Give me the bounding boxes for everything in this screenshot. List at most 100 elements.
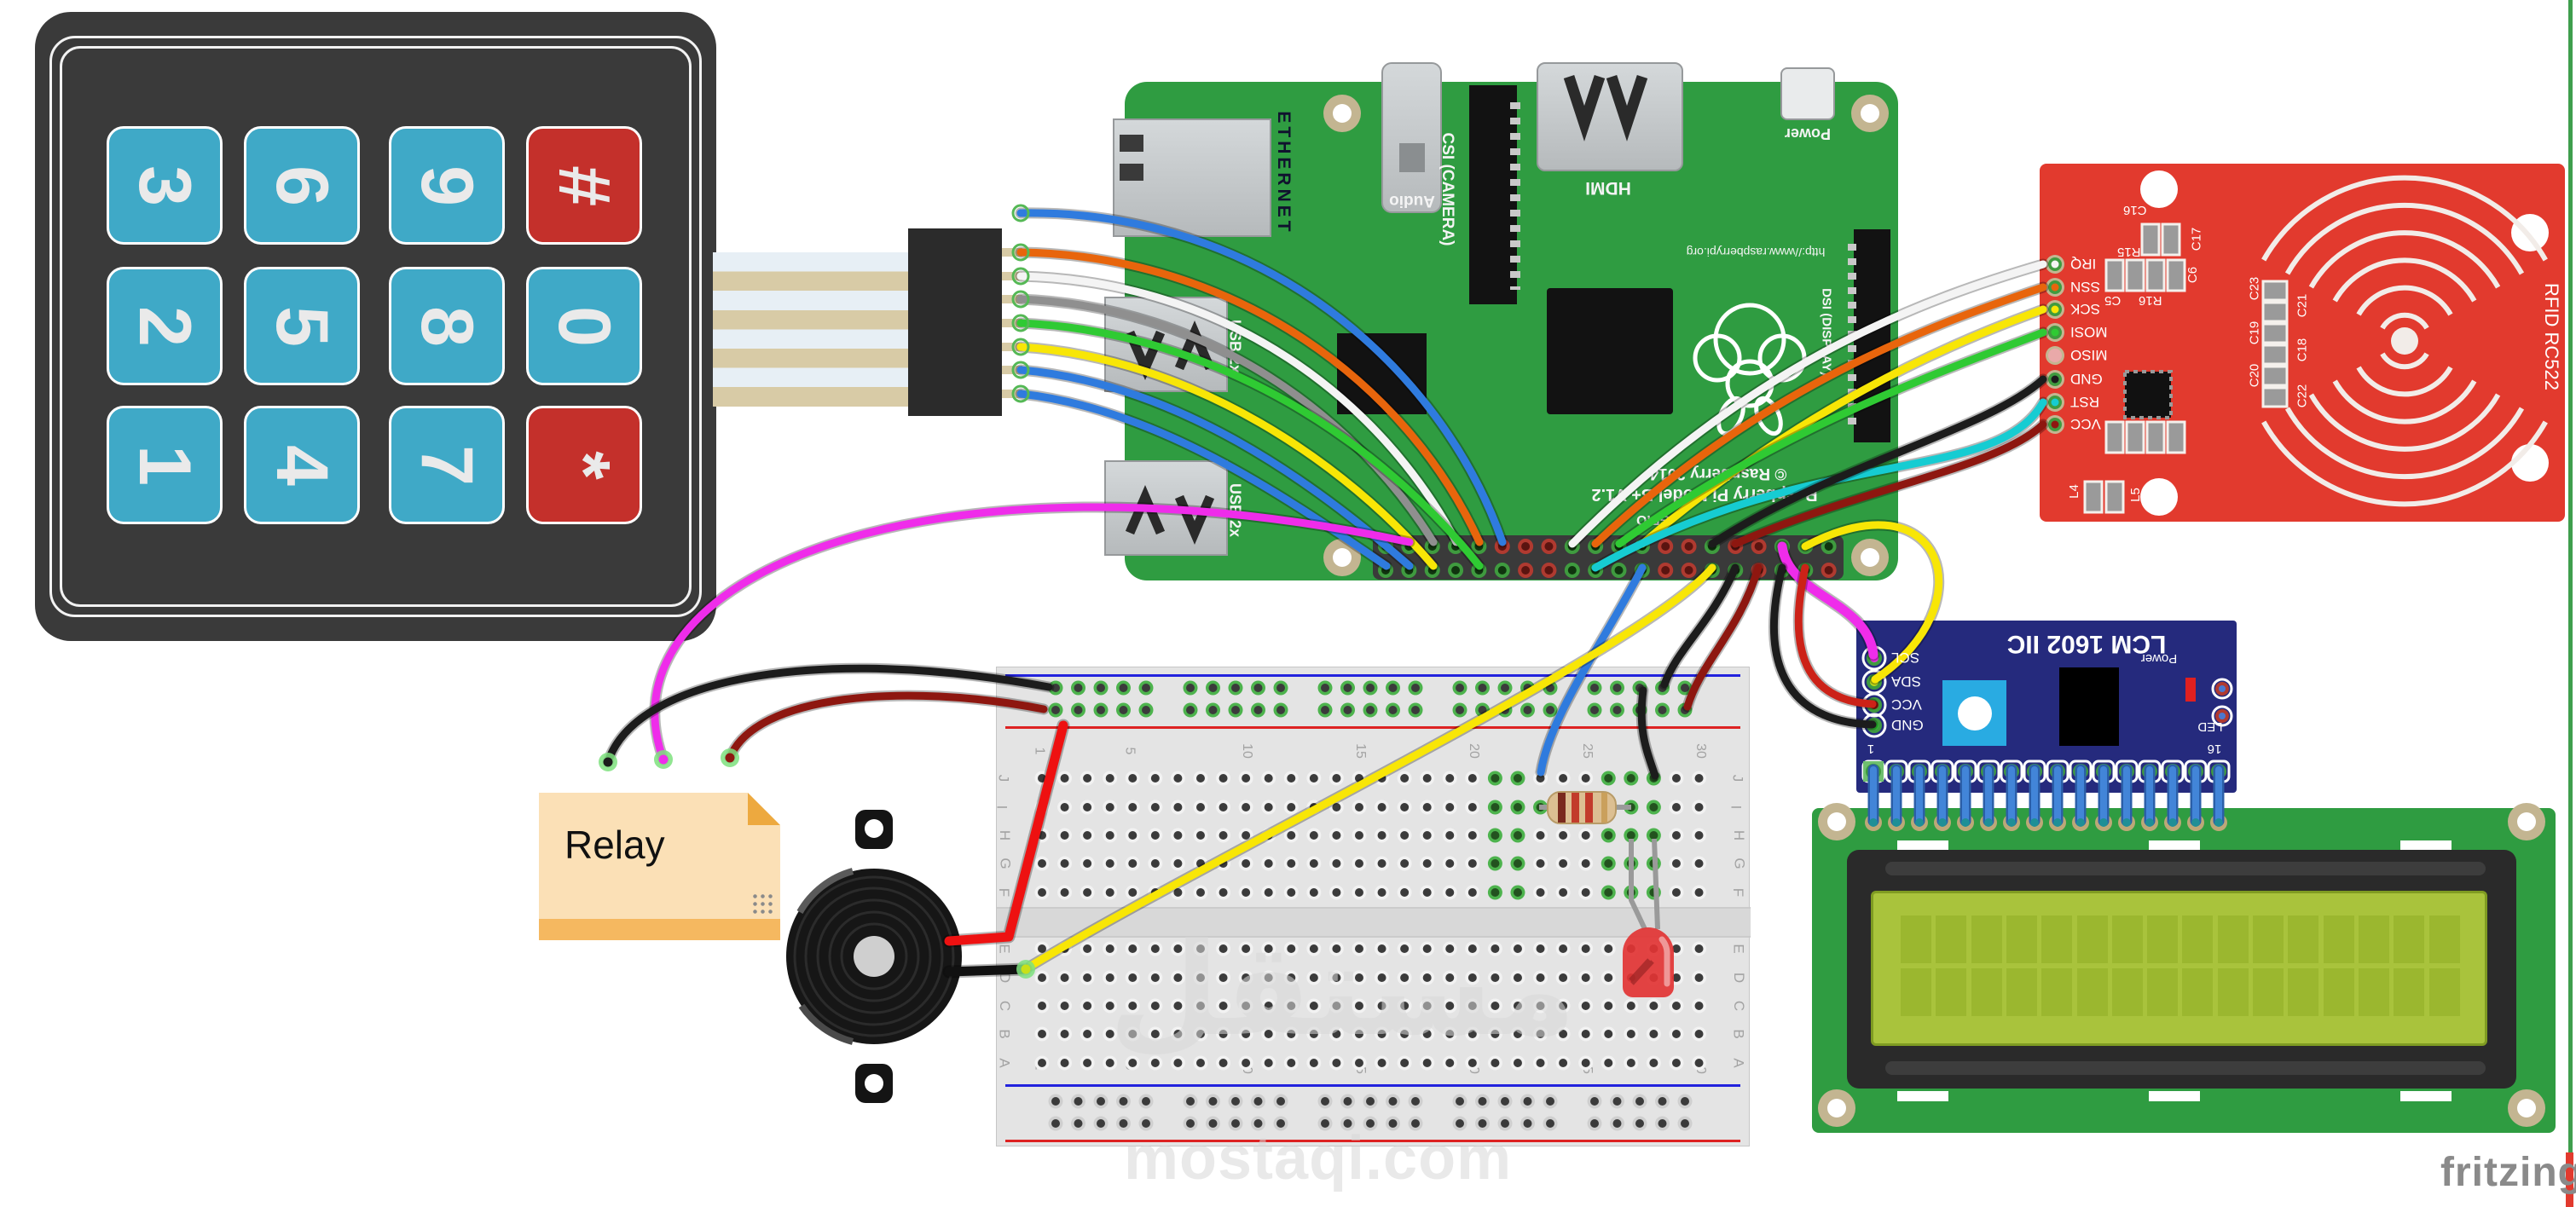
- keypad-key-8[interactable]: 8: [389, 267, 505, 385]
- lcd-cell: [2358, 968, 2389, 1016]
- lcm-pin-label-SCL: SCL: [1891, 650, 1920, 666]
- keypad-key-label: 9: [406, 165, 488, 206]
- rfid-pin-label-MISO: MISO: [2070, 347, 2108, 363]
- bb-row-label-left-G: G: [997, 858, 1014, 869]
- buzzer-body: [786, 869, 962, 1044]
- lcd-cell: [2394, 968, 2425, 1016]
- keypad-key-2[interactable]: 2: [107, 267, 223, 385]
- bb-row-label-left-F: F: [996, 887, 1013, 898]
- lcd-cell: [2358, 915, 2389, 963]
- lcd-cell: [2217, 915, 2249, 963]
- keypad-key-label: 0: [543, 305, 625, 347]
- rfid-component-label-C16: C16: [2123, 203, 2147, 217]
- soc-chip: [1547, 288, 1673, 414]
- keypad-key-6[interactable]: 6: [244, 126, 360, 245]
- rfid-hole-4: [2511, 444, 2549, 482]
- lcm-power-label: Power: [2140, 651, 2178, 666]
- pi-url-label: http://www.raspberrypi.org: [1686, 245, 1826, 259]
- usb-port-top: [1104, 297, 1228, 392]
- lcd-16x2-display[interactable]: [1812, 803, 2556, 1133]
- lcd-cell: [2076, 968, 2108, 1016]
- rfid-name-label: RFID RC522: [2541, 283, 2562, 390]
- bb-col-num-top-20: 20: [1466, 743, 1481, 759]
- contrast-potentiometer[interactable]: [1942, 680, 2006, 746]
- pi-mount-hole-tr: [1851, 95, 1889, 132]
- lcd-cell: [1971, 915, 2002, 963]
- lcd-cell: [2323, 968, 2354, 1016]
- lcd-screen: [1871, 891, 2487, 1046]
- csi-pads: [1510, 102, 1520, 290]
- pi-mount-hole-tl: [1323, 95, 1361, 132]
- bb-col-num-bot-10: 10: [1240, 1059, 1255, 1074]
- keypad-key-9[interactable]: 9: [389, 126, 505, 245]
- rfid-component-label-C19: C19: [2247, 321, 2262, 345]
- bb-row-label-left-H: H: [997, 829, 1014, 841]
- usb-controller-chip: [1337, 333, 1427, 414]
- rfid-pin-label-MOSI: MOSI: [2070, 324, 2108, 340]
- bb-row-label-left-I: I: [993, 805, 1010, 810]
- rfid-hole-2: [2511, 214, 2549, 251]
- keypad-key-*[interactable]: *: [526, 406, 642, 524]
- keypad-key-0[interactable]: 0: [526, 267, 642, 385]
- raspberry-pi-board[interactable]: ETHERNET Audio CSI (CAMERA) HDMI Power h…: [1104, 62, 1898, 580]
- lcd-cell: [2006, 915, 2037, 963]
- keypad-key-1[interactable]: 1: [107, 406, 223, 524]
- lcd-cell: [2041, 915, 2073, 963]
- note-resize-dots[interactable]: [751, 892, 773, 915]
- rfid-pin-label-VCC: VCC: [2070, 416, 2101, 432]
- bb-row-label-right-H: H: [1731, 829, 1748, 841]
- lcd-cell: [2041, 968, 2073, 1016]
- lcm-pin-label-SDA: SDA: [1891, 673, 1921, 690]
- keypad-key-7[interactable]: 7: [389, 406, 505, 524]
- keypad-key-label: 3: [124, 165, 206, 206]
- rfid-component-label-C23: C23: [2247, 276, 2262, 301]
- rfid-component-label-L5: L5: [2127, 488, 2143, 502]
- lcm-pin1-label: 1: [1867, 742, 1875, 756]
- breadboard[interactable]: [996, 667, 1751, 1146]
- bb-row-label-right-I: I: [1728, 805, 1745, 810]
- rfid-pin-label-RST: RST: [2070, 394, 2099, 410]
- bb-row-label-left-C: C: [997, 1000, 1014, 1012]
- audio-jack-detail: [1399, 143, 1425, 172]
- hdmi-label: HDMI: [1585, 178, 1631, 198]
- lcm-power-led: [2185, 678, 2196, 702]
- keypad-ribbon-cable[interactable]: [713, 252, 910, 407]
- keypad-key-3[interactable]: 3: [107, 126, 223, 245]
- pi-copyright-label: © Raspberry 2014: [1649, 465, 1787, 482]
- rail-top-blue-line: [1005, 674, 1740, 677]
- connector-stub-1: [1002, 272, 1022, 280]
- ribbon-connector[interactable]: [908, 228, 1002, 416]
- dsi-pads: [1848, 244, 1856, 428]
- lcd-cell: [2147, 968, 2179, 1016]
- lcd-cell: [1971, 968, 2002, 1016]
- bb-row-label-right-D: D: [1731, 972, 1748, 984]
- pi-mount-hole-br: [1851, 539, 1889, 576]
- keypad-key-label: 5: [261, 305, 343, 347]
- keypad-key-5[interactable]: 5: [244, 267, 360, 385]
- gpio-header[interactable]: [1373, 535, 1844, 580]
- audio-jack: [1381, 62, 1442, 213]
- note-label: Relay: [564, 823, 665, 867]
- lcd-cell: [2076, 915, 2108, 963]
- keypad-key-#[interactable]: #: [526, 126, 642, 245]
- bb-row-label-left-B: B: [996, 1029, 1013, 1039]
- rfid-component-label-R15: R15: [2117, 245, 2141, 259]
- rfid-component-label-C17: C17: [2189, 227, 2204, 251]
- keypad-key-4[interactable]: 4: [244, 406, 360, 524]
- pi-model-label: Raspberry Pi Model B+ V1.2: [1591, 485, 1818, 504]
- rfid-component-label-C21: C21: [2295, 293, 2310, 318]
- relay-note[interactable]: Relay: [539, 793, 780, 940]
- hdmi-port: [1537, 62, 1683, 171]
- bb-col-num-bot-25: 25: [1579, 1059, 1595, 1074]
- lcd-hole-bl: [1818, 1089, 1855, 1127]
- lcm-pin16-label: 16: [2207, 742, 2222, 756]
- pi-mount-hole-bl: [1323, 539, 1361, 576]
- wire-relay-gnd-black[interactable]: [604, 664, 1053, 766]
- bb-col-num-bot-15: 15: [1352, 1059, 1368, 1074]
- lcd-cell: [2006, 968, 2037, 1016]
- edge-strip-red: [2566, 1152, 2573, 1207]
- lcd-cell: [2253, 968, 2284, 1016]
- lcd-cell: [2217, 968, 2249, 1016]
